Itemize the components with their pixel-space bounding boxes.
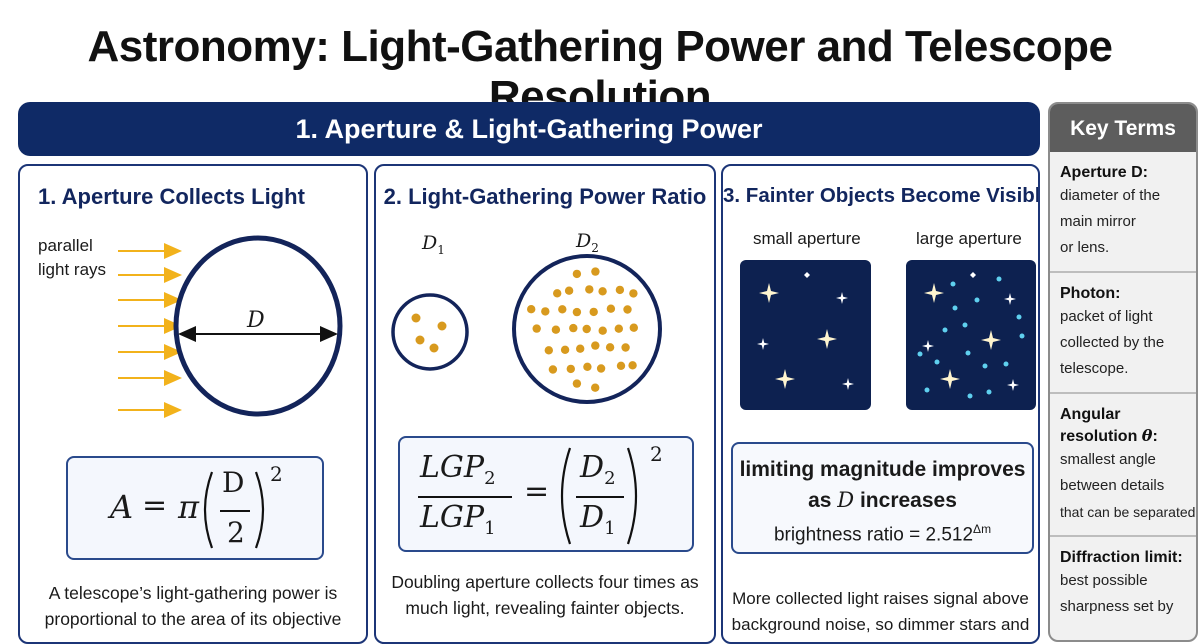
panel-title: 1. Aperture Collects Light (38, 184, 305, 209)
photon-dot (558, 305, 567, 314)
photon-dot (548, 365, 558, 374)
photon-dot (598, 287, 607, 296)
lgp-ratio-formula-box: LGP2 LGP1 = D2 D1 2 (398, 436, 694, 552)
photon-dot (629, 323, 638, 332)
term-angular-resolution: Angular resolution θ: smallest angle bet… (1050, 394, 1196, 537)
photon-dot (569, 323, 578, 333)
photon-dot (429, 343, 439, 353)
photon-dot (591, 341, 600, 350)
rays-label: parallel light rays (38, 236, 107, 279)
bright-stars-small (757, 272, 854, 390)
label-d2: D2 (576, 230, 599, 255)
photon-dot (598, 326, 607, 335)
panel-aperture: 1. Aperture Collects Light parallel ligh… (18, 164, 368, 644)
term-photon: Photon: packet of light collected by the… (1050, 273, 1196, 394)
photon-dot (605, 343, 615, 352)
photon-dot (572, 379, 582, 388)
photon-dot (532, 324, 541, 333)
photon-dot (629, 289, 638, 298)
big-parentheses (203, 471, 265, 549)
photon-dot (572, 269, 582, 279)
label-large-aperture: large aperture (916, 229, 1022, 248)
sky-large-aperture (906, 260, 1036, 410)
photon-dot (606, 304, 616, 313)
photon-dot (527, 305, 536, 314)
faint-stars-large (917, 276, 1025, 399)
photon-dot (583, 362, 592, 371)
aperture-comparison (391, 254, 662, 404)
term-aperture: Aperture D: diameter of the main mirror … (1050, 152, 1196, 273)
photon-dot (564, 286, 574, 295)
section-banner: 1. Aperture & Light-Gathering Power (18, 102, 1040, 156)
light-rays (118, 243, 182, 418)
photon-dot (614, 324, 623, 333)
photon-dot (582, 324, 591, 334)
photon-dot (544, 346, 553, 355)
photon-dot (628, 361, 637, 370)
photon-dot (623, 305, 632, 314)
photon-dot (566, 364, 575, 374)
photon-dot (585, 285, 594, 294)
panel-title: 3. Fainter Objects Become Visible (723, 184, 1040, 207)
photon-dot (616, 361, 626, 370)
sidebar-heading: Key Terms (1050, 104, 1196, 152)
photon-dot (411, 313, 421, 323)
photon-dot (576, 344, 585, 353)
photon-dot (615, 285, 625, 295)
photon-dot (591, 267, 600, 276)
formula-lines (418, 447, 638, 545)
panel-fainter-objects: 3. Fainter Objects Become Visible small … (721, 164, 1040, 644)
star-fields (740, 260, 1036, 410)
photon-dot (551, 325, 561, 334)
photon-dots-small (411, 313, 447, 353)
panel-lgp-ratio: 2. Light-Gathering Power Ratio D1 D2 LGP… (374, 164, 716, 644)
label-d1: D1 (422, 232, 445, 257)
photon-dot (415, 335, 425, 345)
photon-dot (560, 345, 570, 354)
page-title: Astronomy: Light-Gathering Power and Tel… (87, 22, 1113, 121)
panel-caption: Doubling aperture collects four times as… (391, 572, 699, 618)
photon-dot (589, 307, 598, 317)
photon-dot (572, 307, 582, 317)
panel-title: 2. Light-Gathering Power Ratio (383, 184, 707, 209)
sky-small-aperture (740, 260, 871, 410)
panel-caption: A telescope’s light-gathering power is p… (44, 583, 342, 629)
photon-dot (596, 364, 606, 373)
bright-stars-large (922, 272, 1019, 391)
key-terms-sidebar: Key Terms Aperture D: diameter of the ma… (1048, 102, 1198, 642)
photon-dot (553, 289, 562, 298)
area-formula-box: A = π D 2 2 (66, 456, 324, 560)
limiting-magnitude-box: limiting magnitude improves as D increas… (731, 442, 1034, 554)
small-aperture-circle (391, 293, 469, 371)
photon-dot (437, 321, 447, 331)
photon-dot (541, 307, 550, 316)
panel-caption: More collected light raises signal above… (731, 589, 1030, 634)
photon-dots-large (527, 267, 638, 392)
aperture-diagram (118, 235, 343, 418)
photon-dot (591, 383, 600, 392)
photon-dot (621, 343, 630, 352)
diameter-label: D (247, 308, 265, 333)
term-diffraction-limit: Diffraction limit: best possible sharpne… (1060, 549, 1183, 615)
label-small-aperture: small aperture (753, 229, 861, 248)
